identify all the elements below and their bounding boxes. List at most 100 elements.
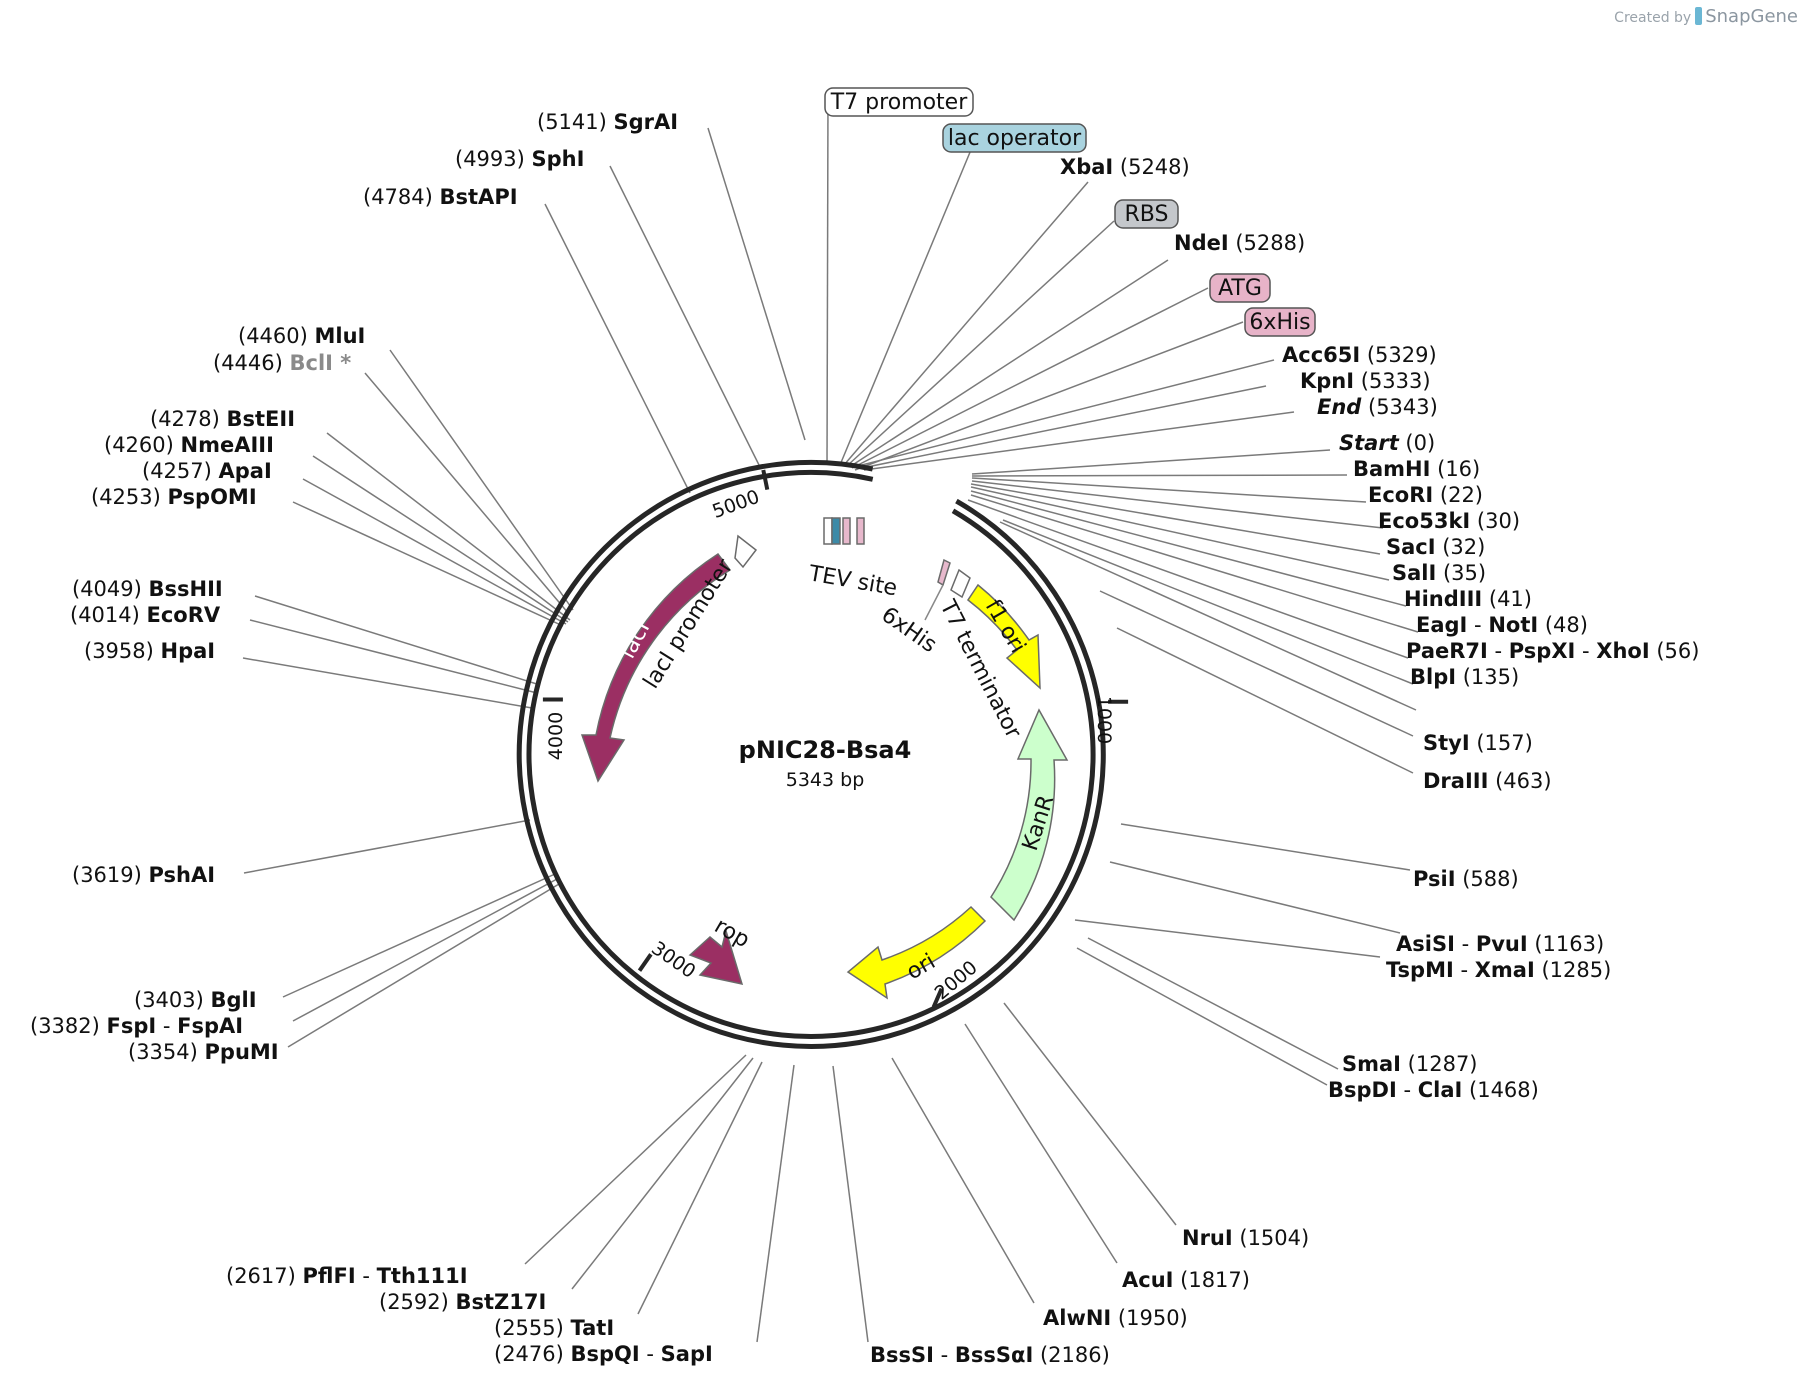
site-label-tspmi[interactable]: TspMI - XmaI (1285) (1386, 958, 1611, 982)
site-label-tati[interactable]: (2555) TatI (494, 1316, 614, 1340)
site-label-bspqi[interactable]: (2476) BspQI - SapI (494, 1342, 713, 1366)
site-label-ecorv[interactable]: (4014) EcoRV (70, 603, 221, 627)
site-label-bgli[interactable]: (3403) BglI (134, 988, 257, 1012)
site-position: (2617) (226, 1264, 303, 1288)
site-label-bamhi[interactable]: BamHI (16) (1353, 457, 1480, 481)
site-label-eco53ki[interactable]: Eco53kI (30) (1378, 509, 1520, 533)
boxed-feature-text: 6xHis (1249, 310, 1310, 335)
site-name: Tth111I (377, 1264, 468, 1288)
boxed-feature-rbs[interactable]: RBS (1114, 199, 1179, 229)
site-name: PpuMI (205, 1040, 279, 1064)
site-position: (41) (1482, 587, 1532, 611)
site-position: (5288) (1229, 231, 1306, 255)
site-name: XbaI (1060, 155, 1113, 179)
site-label-sgrai[interactable]: (5141) SgrAI (537, 110, 678, 134)
site-label-eagi[interactable]: EagI - NotI (48) (1416, 613, 1588, 637)
site-name: BglI (211, 988, 257, 1012)
site-label-pshai[interactable]: (3619) PshAI (72, 863, 215, 887)
snapgene-logo-icon (1695, 7, 1703, 25)
site-name: SphI (532, 147, 585, 171)
site-position: (157) (1470, 731, 1533, 755)
site-label-xbai[interactable]: XbaI (5248) (1060, 155, 1190, 179)
site-label-alwni[interactable]: AlwNI (1950) (1043, 1306, 1188, 1330)
site-label-ndei[interactable]: NdeI (5288) (1174, 231, 1305, 255)
site-name: DraIII (1423, 769, 1488, 793)
site-label-sali[interactable]: SalI (35) (1392, 561, 1486, 585)
site-separator: - (1454, 958, 1475, 982)
site-position: (2555) (494, 1316, 571, 1340)
site-label-bstapi[interactable]: (4784) BstAPI (363, 185, 518, 209)
site-label-ecori[interactable]: EcoRI (22) (1368, 483, 1483, 507)
site-name: TatI (571, 1316, 615, 1340)
site-label-blpi[interactable]: BlpI (135) (1410, 665, 1519, 689)
site-position: (1468) (1462, 1078, 1539, 1102)
site-name: NotI (1488, 613, 1538, 637)
site-name: BspDI (1328, 1078, 1397, 1102)
boxed-feature-6xhis[interactable]: 6xHis (1244, 307, 1316, 337)
site-label-acc65i[interactable]: Acc65I (5329) (1282, 343, 1437, 367)
site-name: MluI (315, 324, 366, 348)
plasmid-name: pNIC28-Bsa4 (739, 736, 912, 764)
site-position: (1285) (1535, 958, 1612, 982)
site-label-hindiii[interactable]: HindIII (41) (1404, 587, 1532, 611)
site-label-hpai[interactable]: (3958) HpaI (84, 639, 215, 663)
site-label-fspi[interactable]: (3382) FspI - FspAI (30, 1014, 243, 1038)
site-name: TspMI (1386, 958, 1454, 982)
boxed-feature-background (942, 123, 1087, 153)
site-label-smai[interactable]: SmaI (1287) (1342, 1052, 1478, 1076)
site-label-bsssi[interactable]: BssSI - BssSαI (2186) (870, 1343, 1110, 1367)
site-name: Acc65I (1282, 343, 1360, 367)
site-label-bsshii[interactable]: (4049) BssHII (72, 577, 223, 601)
site-name: BspQI (571, 1342, 640, 1366)
site-position: (4049) (72, 577, 149, 601)
site-label-asisi[interactable]: AsiSI - PvuI (1163) (1396, 932, 1604, 956)
site-label-paer7i[interactable]: PaeR7I - PspXI - XhoI (56) (1406, 639, 1699, 663)
site-label-nmeaiii[interactable]: (4260) NmeAIII (104, 433, 274, 457)
site-position: (30) (1470, 509, 1520, 533)
site-label-pflfi[interactable]: (2617) PflFI - Tth111I (226, 1264, 468, 1288)
site-label-nrui[interactable]: NruI (1504) (1182, 1226, 1309, 1250)
site-label-bstz17i[interactable]: (2592) BstZ17I (379, 1290, 546, 1314)
his-tag-right-box (937, 558, 951, 587)
site-label-start[interactable]: Start (0) (1339, 431, 1435, 455)
boxed-feature-t7-promoter[interactable]: T7 promoter (824, 87, 974, 117)
site-separator: - (1488, 639, 1509, 663)
site-label-draiii[interactable]: DraIII (463) (1423, 769, 1552, 793)
site-name: EcoRI (1368, 483, 1433, 507)
site-name: EagI (1416, 613, 1467, 637)
site-label-acui[interactable]: AcuI (1817) (1122, 1268, 1250, 1292)
site-separator: - (1455, 932, 1476, 956)
credit-brand: SnapGene (1705, 6, 1798, 27)
boxed-feature-atg[interactable]: ATG (1209, 273, 1271, 303)
site-label-pspomi[interactable]: (4253) PspOMI (91, 485, 257, 509)
site-position: (3958) (84, 639, 161, 663)
boxed-feature-lac-operator[interactable]: lac operator (942, 123, 1087, 153)
site-label-ppumi[interactable]: (3354) PpuMI (128, 1040, 279, 1064)
site-label-end[interactable]: End (5343) (1317, 395, 1438, 419)
site-label-sphi[interactable]: (4993) SphI (455, 147, 584, 171)
laci-arrow (580, 552, 732, 783)
site-label-mlui[interactable]: (4460) MluI (238, 324, 365, 348)
site-name: PspXI (1509, 639, 1576, 663)
site-position: (135) (1456, 665, 1519, 689)
site-label-apai[interactable]: (4257) ApaI (142, 459, 272, 483)
laci-promoter-arrow (734, 534, 758, 569)
site-name: Eco53kI (1378, 509, 1470, 533)
tick-label-4000: 4000 (545, 712, 567, 760)
site-position: (463) (1488, 769, 1551, 793)
feature-label-f1-ori: f1 ori (980, 596, 1030, 658)
site-label-bsteii[interactable]: (4278) BstEII (150, 407, 295, 431)
tev-site-box (823, 517, 833, 545)
site-label-saci[interactable]: SacI (32) (1386, 535, 1485, 559)
site-label-kpni[interactable]: KpnI (5333) (1300, 369, 1431, 393)
t7-terminator-box (950, 568, 971, 599)
tick-label-5000: 5000 (709, 486, 762, 523)
site-label-bspdi[interactable]: BspDI - ClaI (1468) (1328, 1078, 1539, 1102)
site-name: BssSαI (955, 1343, 1033, 1367)
site-label-psii[interactable]: PsiI (588) (1413, 867, 1519, 891)
site-label-bcli[interactable]: (4446) BclI * (213, 351, 351, 375)
site-label-styi[interactable]: StyI (157) (1423, 731, 1533, 755)
site-name: BclI * (290, 351, 352, 375)
site-name: BamHI (1353, 457, 1430, 481)
